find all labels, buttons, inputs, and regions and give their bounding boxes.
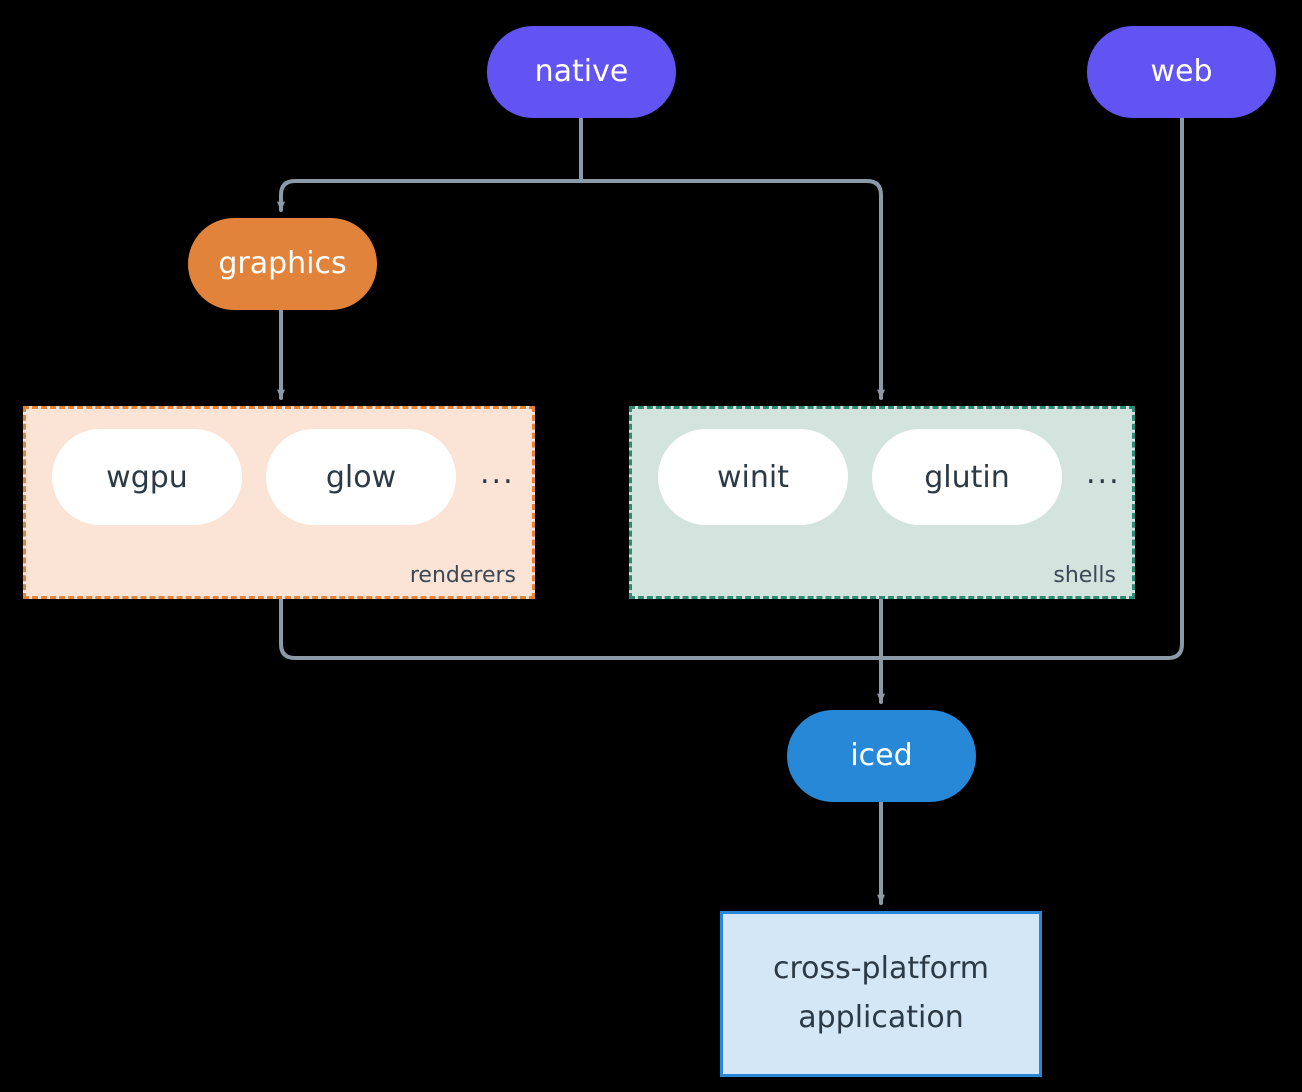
node-web-label: web bbox=[1150, 53, 1213, 89]
node-graphics[interactable]: graphics bbox=[188, 218, 377, 310]
node-application-line1: cross-platform bbox=[772, 951, 990, 987]
node-web[interactable]: web bbox=[1087, 26, 1276, 118]
node-native-label: native bbox=[534, 53, 629, 89]
shells-item-row: winit glutin ... bbox=[632, 409, 1121, 525]
node-iced[interactable]: iced bbox=[787, 710, 976, 802]
shells-item-glutin[interactable]: glutin bbox=[872, 429, 1062, 525]
renderers-item-glow-label: glow bbox=[325, 459, 397, 495]
renderers-item-wgpu-label: wgpu bbox=[106, 459, 188, 495]
group-renderers-label: renderers bbox=[409, 563, 516, 588]
node-iced-label: iced bbox=[850, 737, 913, 773]
renderers-item-wgpu[interactable]: wgpu bbox=[52, 429, 242, 525]
shells-overflow-ellipsis: ... bbox=[1086, 455, 1121, 491]
group-renderers: wgpu glow ... renderers bbox=[23, 406, 535, 599]
group-shells-label: shells bbox=[1053, 563, 1116, 588]
shells-item-winit-label: winit bbox=[717, 459, 789, 495]
renderers-item-glow[interactable]: glow bbox=[266, 429, 456, 525]
node-application-line2: application bbox=[798, 1000, 964, 1035]
edge-native-to-graphics bbox=[277, 179, 583, 212]
edge-native-to-shells bbox=[579, 179, 885, 400]
shells-item-winit[interactable]: winit bbox=[658, 429, 848, 525]
renderers-item-row: wgpu glow ... bbox=[26, 409, 515, 525]
node-graphics-label: graphics bbox=[218, 245, 347, 281]
node-application-text: cross-platform application bbox=[773, 945, 989, 1042]
edge-renderers-to-iced bbox=[279, 597, 883, 660]
group-shells: winit glutin ... shells bbox=[629, 406, 1135, 599]
node-application[interactable]: cross-platform application bbox=[720, 911, 1042, 1077]
renderers-overflow-ellipsis: ... bbox=[480, 455, 515, 491]
shells-item-glutin-label: glutin bbox=[924, 459, 1010, 495]
node-native[interactable]: native bbox=[487, 26, 676, 118]
